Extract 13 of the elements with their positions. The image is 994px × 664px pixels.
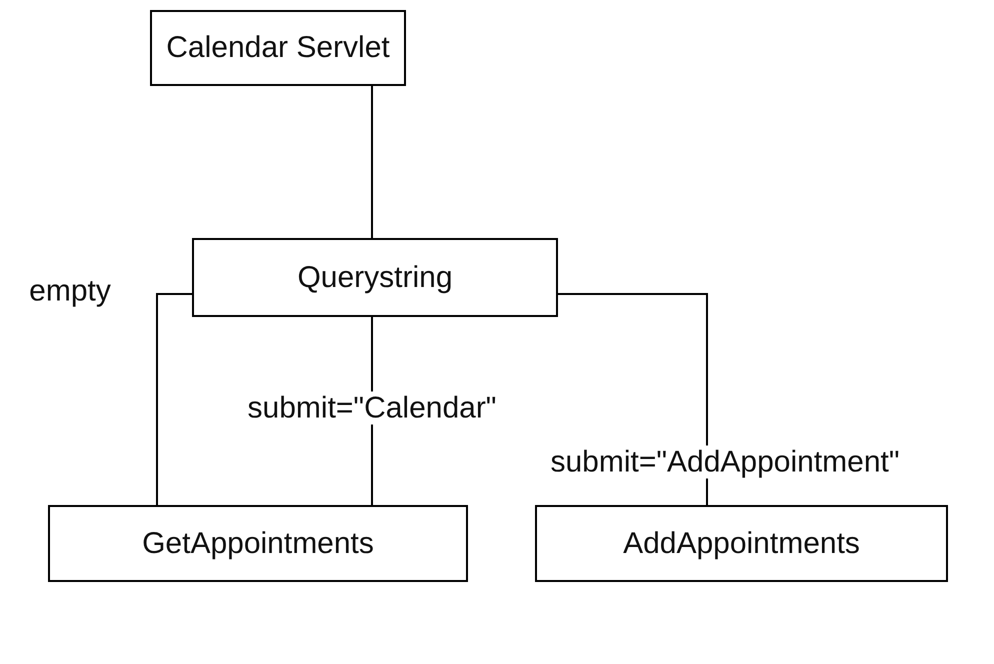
node-label: GetAppointments	[142, 526, 374, 560]
connector-line	[558, 293, 708, 505]
edge-label: submit="Calendar"	[246, 392, 498, 424]
edge-label: submit="AddAppointment"	[548, 446, 902, 478]
process-box	[150, 10, 406, 86]
process-box	[192, 238, 558, 317]
process-box	[48, 505, 468, 582]
node-label: Calendar Servlet	[166, 31, 390, 65]
connector-line	[156, 293, 192, 505]
node-label: AddAppointments	[623, 526, 860, 560]
node-label: Querystring	[297, 260, 453, 294]
connector-line	[371, 86, 373, 238]
process-box	[535, 505, 948, 582]
